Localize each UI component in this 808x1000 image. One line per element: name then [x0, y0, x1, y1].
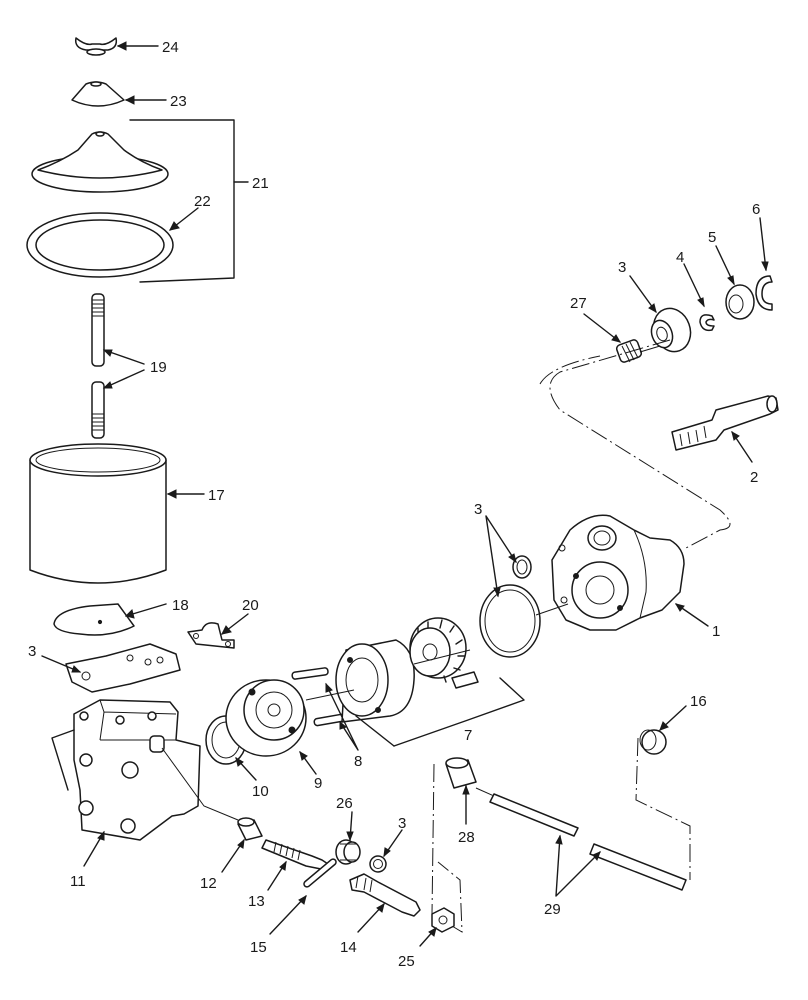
baffle-plate-part: [53, 603, 135, 636]
callout-18: 18: [172, 597, 189, 614]
callout-28: 28: [458, 829, 475, 846]
drive-shaft-part: [671, 395, 779, 451]
callout-21: 21: [252, 175, 269, 192]
callout-4: 4: [676, 249, 684, 266]
pump-housing-part: [551, 514, 685, 631]
callout-23: 23: [170, 93, 187, 110]
pump-body-part: [51, 699, 201, 841]
callout-10: 10: [252, 783, 269, 800]
wing-nut-part: [74, 37, 118, 56]
callout-20: 20: [242, 597, 259, 614]
control-rods-part: [489, 793, 687, 891]
callout-12: 12: [200, 875, 217, 892]
reservoir-gasket-part: [26, 212, 174, 278]
callout-14: 14: [340, 939, 357, 956]
hose-clamp-part: [187, 622, 235, 649]
callout-5: 5: [708, 229, 716, 246]
reservoir-cover-part: [31, 131, 169, 193]
callout-2: 2: [750, 469, 758, 486]
callout-25: 25: [398, 953, 415, 970]
stud-upper-part: [91, 293, 105, 367]
fitting-part: [335, 839, 361, 865]
callout-9: 9: [314, 775, 322, 792]
callout-27: 27: [570, 295, 587, 312]
snap-ring-part: [699, 314, 715, 332]
valve-stem-part: [349, 873, 421, 917]
callout-7: 7: [464, 727, 472, 744]
roll-pin-part: [303, 858, 337, 888]
small-seal-part: [512, 555, 532, 579]
callout-19: 19: [150, 359, 167, 376]
shaft-seal-part: [725, 284, 755, 320]
reservoir-can-part: [29, 443, 167, 584]
callout-17: 17: [208, 487, 225, 504]
callout-1: 1: [712, 623, 720, 640]
callout-3-housing: 3: [474, 501, 482, 518]
callout-8: 8: [354, 753, 362, 770]
retaining-ring-part: [755, 275, 773, 311]
bushing-part: [237, 817, 263, 841]
callout-3-bearing: 3: [618, 259, 626, 276]
sleeve-part: [445, 757, 477, 789]
callout-3-ring: 3: [398, 815, 406, 832]
rotor-part: [409, 617, 467, 683]
cover-gasket-part: [65, 643, 181, 693]
callout-15: 15: [250, 939, 267, 956]
small-o-ring-part: [369, 855, 387, 873]
callout-24: 24: [162, 39, 179, 56]
vane-part: [451, 671, 479, 689]
hex-nut-part: [431, 907, 455, 933]
reservoir-cap-part: [71, 81, 125, 107]
needle-bearing-part: [615, 339, 643, 363]
knob-part: [639, 729, 667, 755]
callout-26: 26: [336, 795, 353, 812]
callout-29: 29: [544, 901, 561, 918]
end-plate-part: [225, 679, 307, 757]
large-o-ring-part: [479, 584, 541, 658]
callout-3-gasket: 3: [28, 643, 36, 660]
callout-16: 16: [690, 693, 707, 710]
callout-11: 11: [70, 873, 86, 890]
cam-ring-part: [335, 639, 415, 723]
callout-13: 13: [248, 893, 265, 910]
stud-lower-part: [91, 381, 105, 439]
callout-6: 6: [752, 201, 760, 218]
callout-22: 22: [194, 193, 211, 210]
relief-valve-part: [261, 839, 329, 871]
ball-bearing-part: [650, 307, 692, 353]
